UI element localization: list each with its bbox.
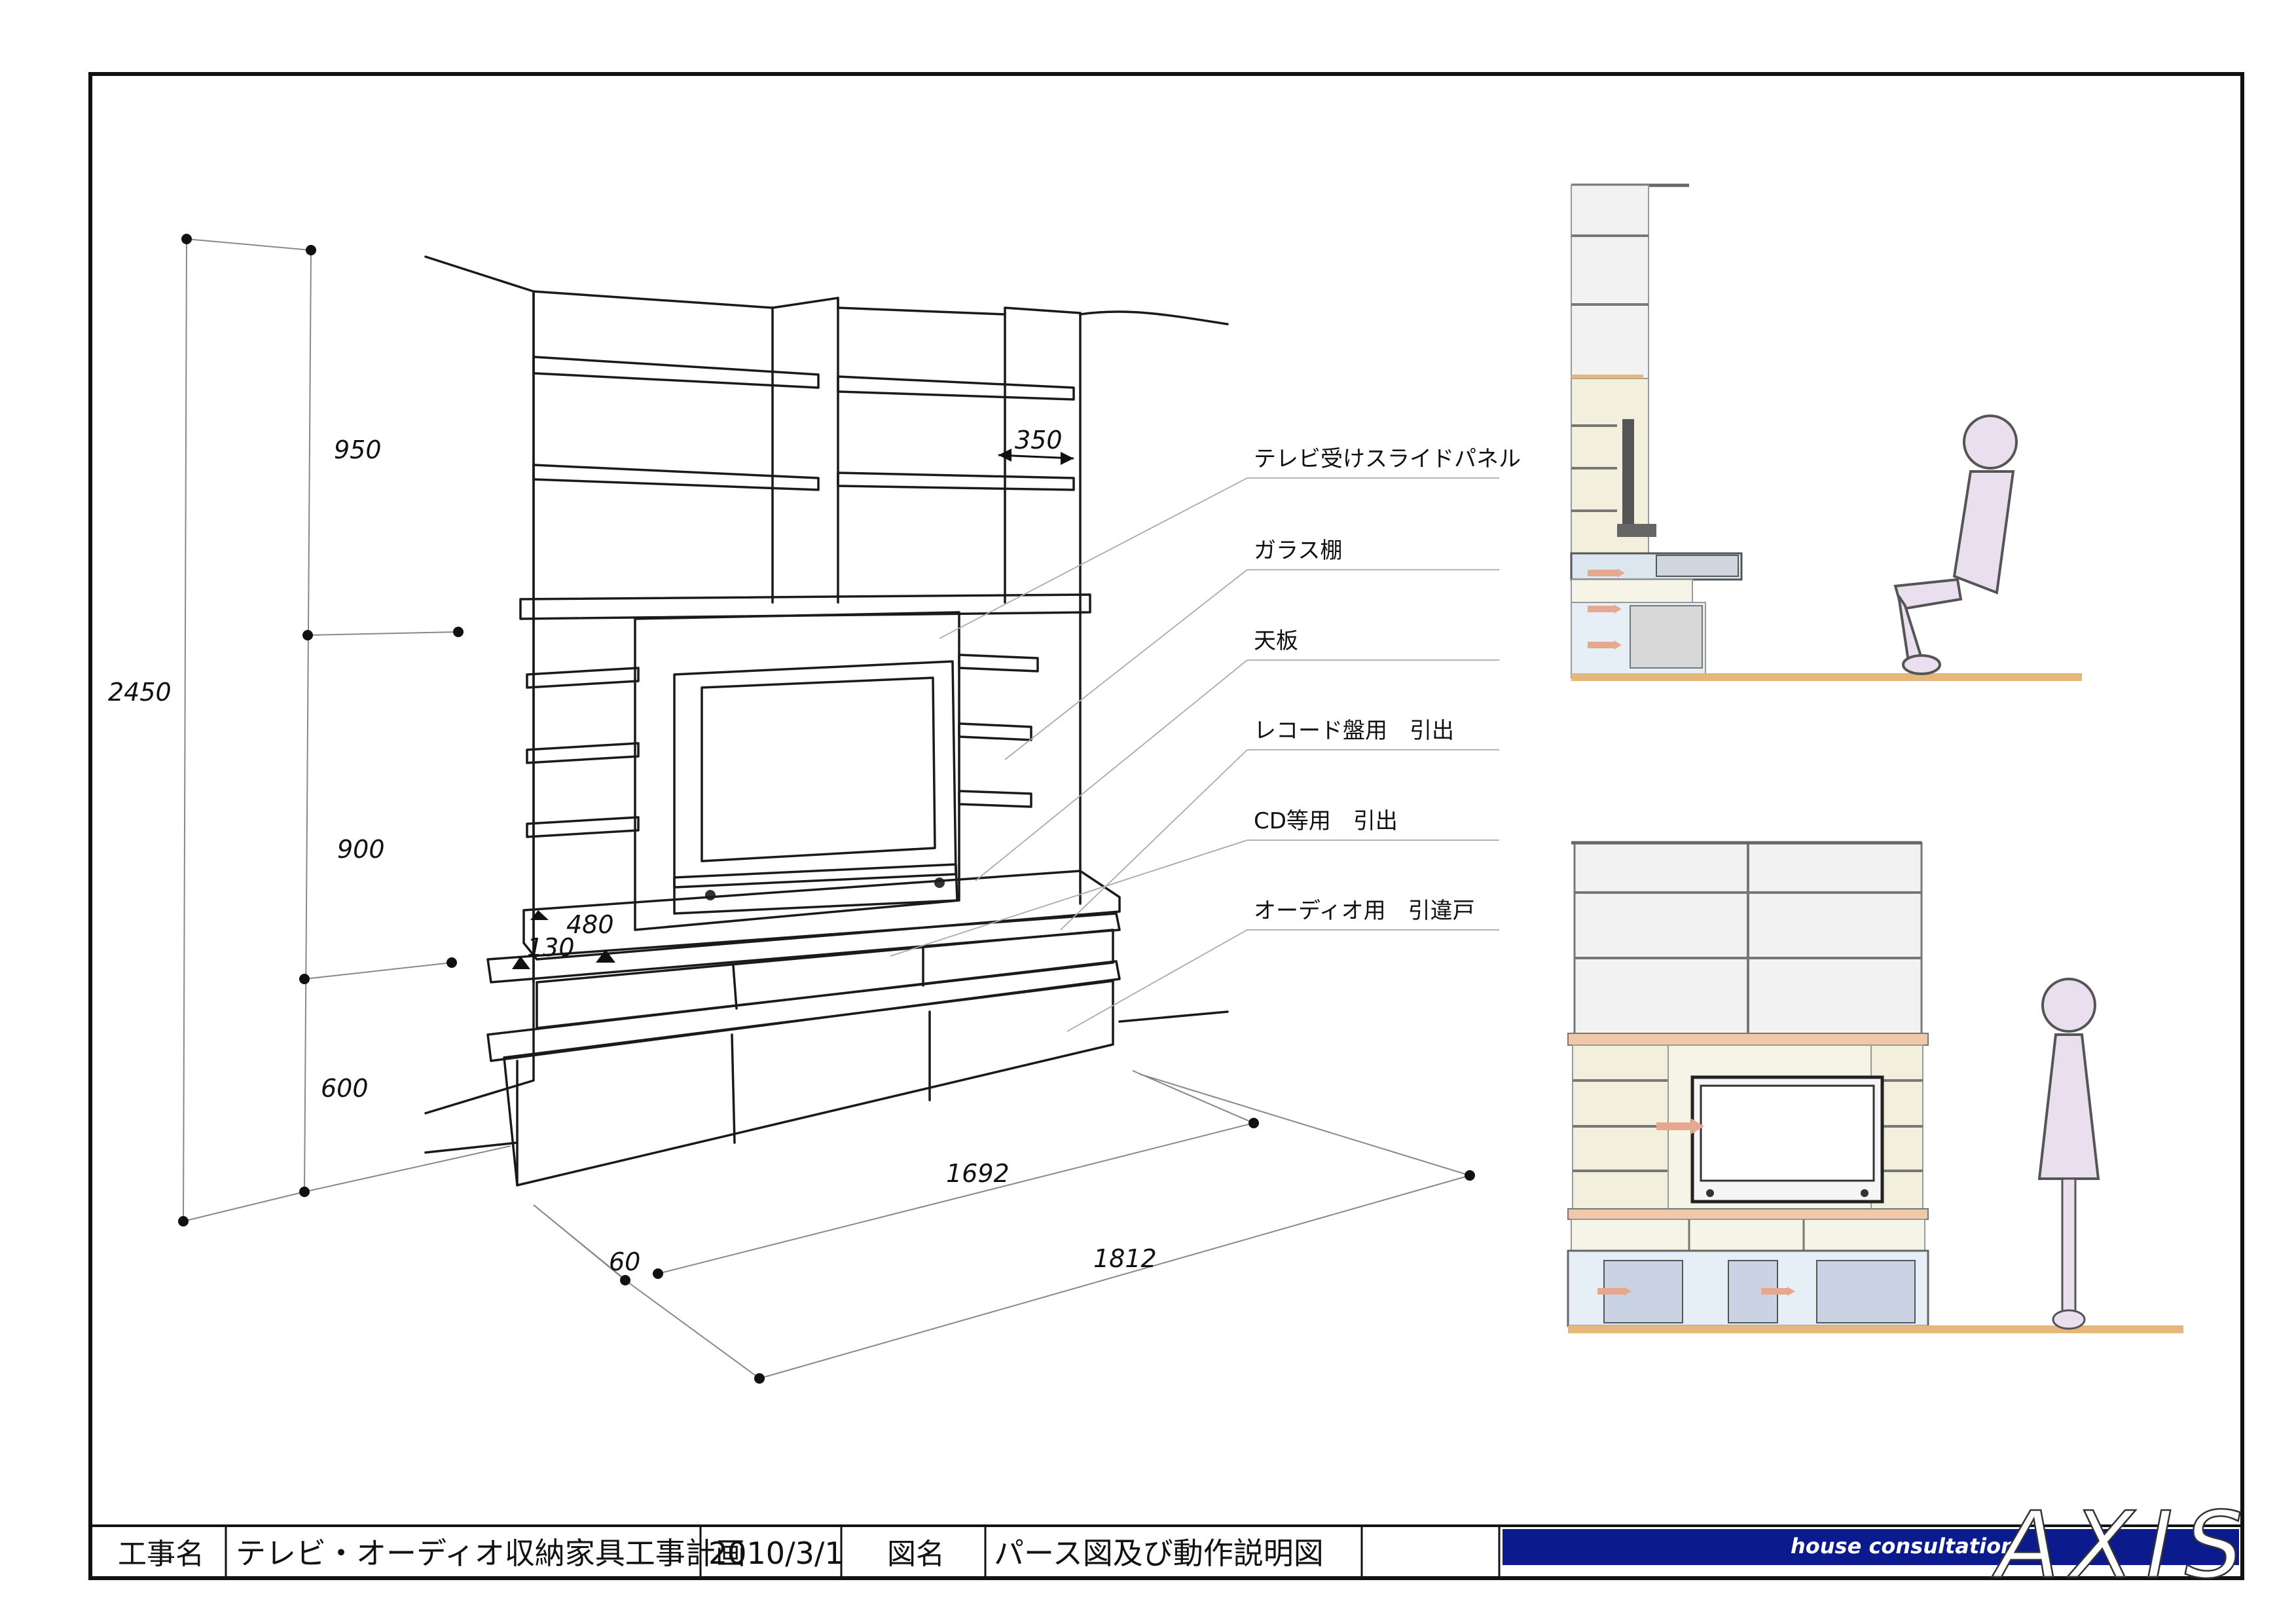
- dim-top-depth: 480: [566, 910, 614, 939]
- dim-outer-width: 1812: [1093, 1244, 1157, 1273]
- callout-leaders: [890, 477, 1499, 1032]
- dim-middle: 900: [337, 835, 385, 864]
- dim-lower: 600: [321, 1074, 369, 1103]
- callout-labels: テレビ受けスライドパネル ガラス棚 天板 レコード盤用 引出 CD等用 引出 オ…: [1254, 446, 1521, 924]
- drawing-label: 図名: [887, 1538, 945, 1571]
- brand-tagline: house consultation: [1791, 1534, 2016, 1559]
- dim-upper: 950: [334, 435, 382, 464]
- drawing-date: 2010/3/1: [708, 1536, 844, 1571]
- dim-offset: 60: [609, 1247, 640, 1276]
- front-elevation-view: [1567, 841, 2183, 1333]
- callout-cd-drawer: CD等用 引出: [1254, 808, 1398, 834]
- callout-top-board: 天板: [1254, 628, 1298, 654]
- perspective-sketch: 2450 950 900 600 350 480 130 1692 1812 6…: [108, 234, 1475, 1384]
- dim-total-height: 2450: [108, 678, 172, 707]
- dim-inner-width: 1692: [946, 1159, 1010, 1188]
- project-name: テレビ・オーディオ収納家具工事計画: [236, 1536, 746, 1571]
- brand-bar: [1503, 1529, 2239, 1565]
- project-label: 工事名: [118, 1538, 204, 1571]
- drawing-name: パース図及び動作説明図: [994, 1536, 1324, 1571]
- dim-top-thickness: 130: [527, 933, 575, 962]
- callout-glass-shelf: ガラス棚: [1254, 538, 1342, 564]
- brand-logo: AXIS: [1992, 1492, 2255, 1599]
- drawing-frame: [88, 72, 2244, 1580]
- callout-tv-slide-panel: テレビ受けスライドパネル: [1254, 446, 1521, 472]
- title-block: 工事名 テレビ・オーディオ収納家具工事計画 2010/3/1 図名 パース図及び…: [90, 1492, 2255, 1600]
- side-elevation-view: [1570, 183, 2082, 681]
- callout-record-drawer: レコード盤用 引出: [1254, 718, 1454, 744]
- callout-audio-sliding-door: オーディオ用 引違戸: [1254, 898, 1475, 924]
- dim-shelf-depth: 350: [1015, 426, 1063, 454]
